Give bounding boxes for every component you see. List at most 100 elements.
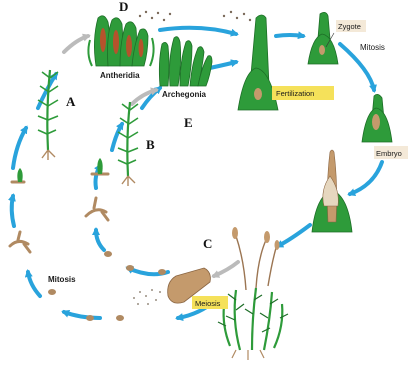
spore: [155, 299, 157, 301]
mitosis-left-label: Mitosis: [48, 275, 76, 284]
sperm: [157, 12, 159, 14]
sperm: [230, 11, 232, 13]
arrow-bottom-left-1: [64, 312, 100, 318]
leaf: [129, 118, 138, 124]
mature-gametophyte-with-sporophytes: [218, 227, 288, 360]
spore-germinating: [48, 289, 56, 295]
protonema: [86, 198, 108, 220]
arrow-inner-4: [112, 124, 122, 150]
spore-germinating: [158, 269, 166, 275]
shoot: [252, 288, 256, 350]
zygote-cell: [319, 45, 325, 55]
zygote-label: Zygote: [338, 22, 361, 31]
arrow-left-up-1: [12, 196, 14, 226]
young-sporophyte: [312, 150, 352, 232]
sperm: [249, 19, 251, 21]
spore-capsule: [275, 240, 280, 250]
spore: [133, 297, 135, 299]
leaf: [48, 116, 58, 120]
arrow-d-to-fertilization: [160, 28, 236, 34]
leaf: [38, 130, 47, 134]
bud: [97, 158, 102, 174]
bud: [17, 168, 22, 182]
spore: [147, 303, 149, 305]
male-gametophyte: [38, 70, 58, 160]
arrow-fertilization-to-zygote: [276, 35, 303, 36]
leaf: [262, 328, 270, 332]
rhizoids: [42, 150, 55, 160]
sperm: [236, 17, 238, 19]
spore: [139, 291, 141, 293]
spore-capsule: [264, 231, 270, 243]
shoot: [274, 304, 282, 348]
seta: [268, 248, 276, 286]
arrow-left-up-2: [13, 128, 26, 168]
arrow-c-to-capsule: [214, 262, 238, 276]
letter-b: B: [146, 137, 155, 152]
spore: [151, 289, 153, 291]
egg: [254, 88, 262, 100]
rhizoids: [232, 350, 264, 360]
archegonium: [170, 37, 181, 86]
spore-capsule: [232, 227, 238, 239]
leaf: [150, 38, 154, 66]
leaf: [118, 160, 127, 164]
letter-c: C: [203, 236, 212, 251]
sperm-mass: [113, 30, 119, 54]
sperm: [139, 15, 141, 17]
leaf: [245, 309, 253, 314]
sperm-mass: [100, 28, 106, 52]
arrow-inner-2: [96, 230, 104, 250]
archegonium: [180, 41, 192, 86]
archegonium: [159, 42, 169, 86]
leaf: [260, 313, 268, 318]
fertilization-label: Fertilization: [276, 89, 314, 98]
spore: [137, 303, 139, 305]
letter-d: D: [119, 0, 128, 14]
sperm: [169, 13, 171, 15]
spore-germinating: [86, 315, 94, 321]
seta: [256, 240, 266, 288]
sperm: [145, 11, 147, 13]
antheridia-cluster: [88, 16, 153, 66]
leaf: [118, 132, 128, 138]
sperm: [163, 19, 165, 21]
arrow-a-to-d: [64, 36, 88, 52]
leaf: [226, 316, 235, 320]
antheridia-label: Antheridia: [100, 71, 140, 80]
arrow-embryo-to-sporophyte: [350, 162, 382, 194]
leaf: [236, 304, 244, 310]
leaf: [48, 100, 58, 106]
stem: [127, 102, 130, 176]
spore: [159, 291, 161, 293]
sperm-mass: [139, 39, 144, 57]
meiosis-label: Meiosis: [195, 299, 221, 308]
letter-e: E: [184, 115, 193, 130]
embryo-cell: [372, 114, 380, 130]
archegonia-cluster: [159, 37, 212, 86]
sperm-mass: [126, 35, 132, 57]
spore: [145, 295, 147, 297]
shoot: [224, 306, 230, 346]
leaf: [128, 148, 138, 152]
sperm-dots: [139, 11, 251, 21]
spore-germinating: [126, 265, 134, 271]
female-gametophyte: [118, 102, 138, 186]
arrow-sporophyte-to-c: [278, 225, 310, 246]
rhizoids: [122, 176, 135, 186]
sperm: [151, 17, 153, 19]
embryo-label: Embryo: [376, 149, 402, 158]
arrow-bottom-left-2: [28, 272, 40, 296]
spores: [133, 289, 161, 305]
protonema: [10, 232, 30, 252]
mitosis-top-label: Mitosis: [360, 43, 385, 52]
spore-germinating: [104, 251, 112, 257]
sporophyte-stalks: [236, 236, 276, 290]
leaf: [88, 40, 92, 66]
zygote-stage: [308, 12, 338, 64]
stem: [47, 70, 50, 150]
sperm: [223, 15, 225, 17]
leaf: [128, 132, 138, 138]
letter-a: A: [66, 94, 76, 109]
